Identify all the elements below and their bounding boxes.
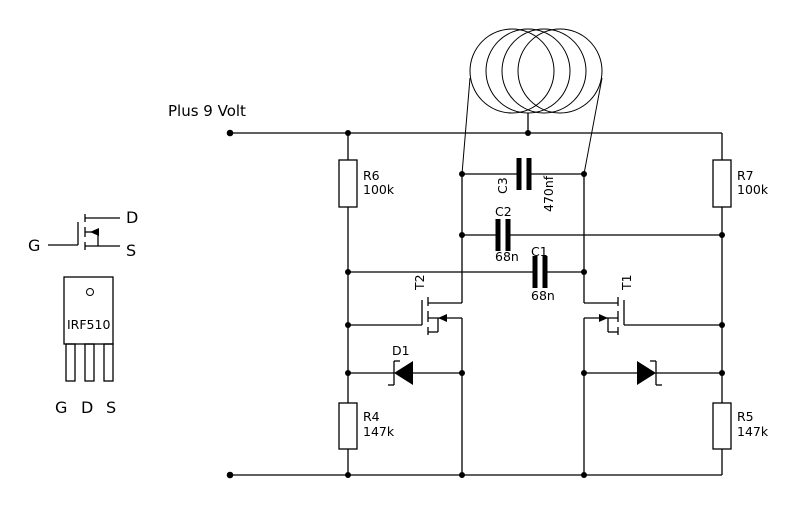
r6-ref: R6 xyxy=(363,168,380,183)
c2-ref: C2 xyxy=(495,204,512,219)
resistor-r5: R5 147k xyxy=(712,402,769,450)
c1-ref: C1 xyxy=(531,244,548,259)
ground-rail xyxy=(226,471,722,479)
r5-ref: R5 xyxy=(737,409,754,424)
legend-source-label: S xyxy=(126,241,136,260)
mosfet-symbol-legend: G D S xyxy=(28,208,138,260)
c1-value: 68n xyxy=(531,288,555,303)
c3-value: 470nf xyxy=(541,175,556,212)
drain-node-right xyxy=(581,171,587,303)
r6-value: 100k xyxy=(363,182,395,197)
package-pin-1: G xyxy=(55,398,67,417)
capacitor-c1: C1 68n xyxy=(348,244,584,303)
irf510-package: IRF510 G D S xyxy=(55,276,116,417)
capacitor-c3: C3 470nf xyxy=(462,158,584,212)
diode-d1: D1 xyxy=(348,343,462,386)
c3-ref: C3 xyxy=(495,177,510,194)
supply-rail xyxy=(226,129,722,137)
left-bus xyxy=(345,130,351,478)
r4-ref: R4 xyxy=(363,409,380,424)
supply-label: Plus 9 Volt xyxy=(168,102,246,120)
r7-value: 100k xyxy=(737,182,769,197)
right-bus xyxy=(719,133,725,475)
package-pin-2: D xyxy=(81,398,93,417)
r7-ref: R7 xyxy=(737,168,754,183)
resistor-r6: R6 100k xyxy=(338,159,395,208)
resistor-r7: R7 100k xyxy=(712,159,769,208)
t1-ref: T1 xyxy=(619,274,634,291)
drain-node-left xyxy=(459,171,465,303)
legend-gate-label: G xyxy=(28,236,40,255)
inductor-coil xyxy=(461,28,603,175)
capacitor-c2: C2 68n xyxy=(462,204,722,264)
mosfet-t2: T2 xyxy=(348,274,465,478)
part-number: IRF510 xyxy=(67,317,110,332)
r5-value: 147k xyxy=(737,424,769,439)
package-pin-3: S xyxy=(106,398,116,417)
resistor-r4: R4 147k xyxy=(338,402,395,450)
t2-ref: T2 xyxy=(412,274,427,291)
legend-drain-label: D xyxy=(126,208,138,227)
diode-right xyxy=(584,360,722,386)
r4-value: 147k xyxy=(363,424,395,439)
c2-value: 68n xyxy=(495,249,519,264)
mosfet-t1: T1 xyxy=(581,274,722,478)
d1-ref: D1 xyxy=(392,343,410,358)
